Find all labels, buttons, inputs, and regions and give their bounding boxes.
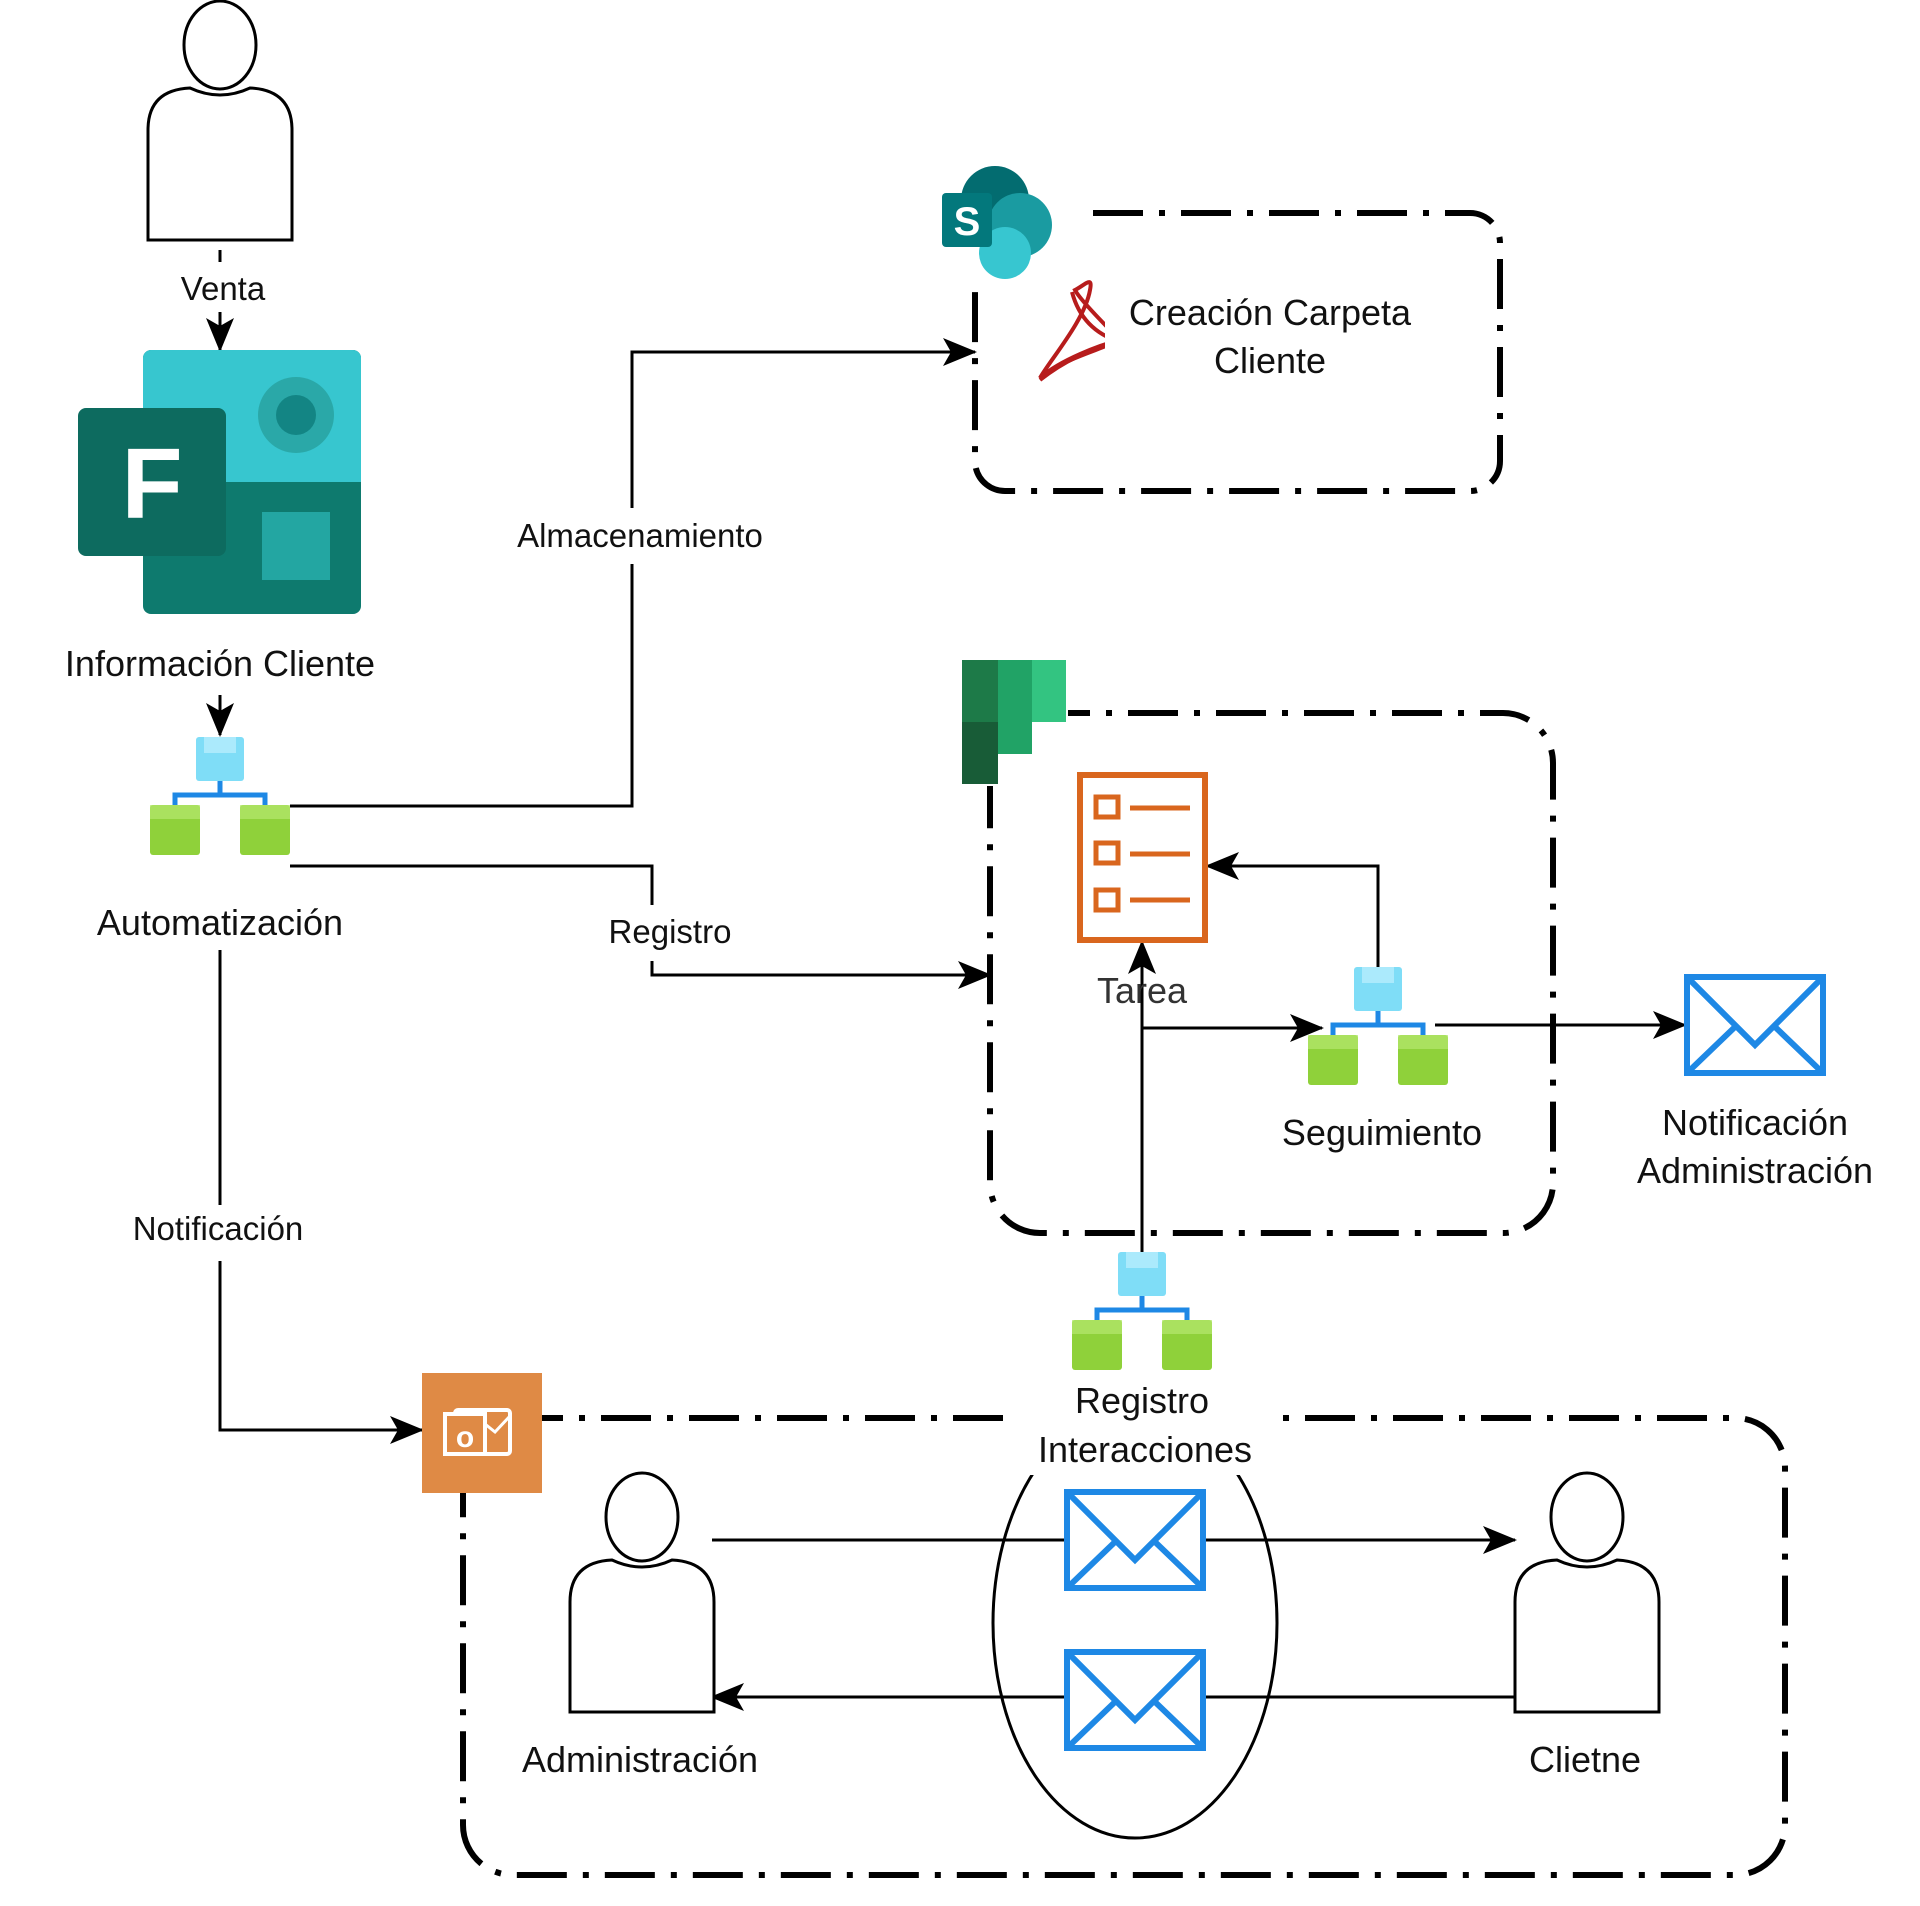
sharepoint-container: [972, 210, 1503, 494]
outlook-container: [460, 1415, 1788, 1878]
logic-app-icon: [1072, 1252, 1212, 1370]
outlook-icon: o: [422, 1373, 542, 1493]
label-notificacion: Notificación: [1662, 1102, 1848, 1143]
label-automatizacion: Automatización: [97, 902, 343, 943]
label-administracion: Administración: [522, 1739, 758, 1780]
label-tarea: Tarea: [1097, 970, 1188, 1011]
forms-letter: F: [121, 428, 182, 540]
edge-notificacion: [218, 950, 424, 1444]
edge-label-registro: Registro: [609, 913, 732, 950]
mail-icon: [1687, 977, 1823, 1073]
edge-label-notificacion: Notificación: [133, 1210, 304, 1247]
person-icon: [568, 1471, 716, 1714]
label-interacciones: Interacciones: [1038, 1429, 1252, 1470]
label-informacion-cliente: Información Cliente: [65, 643, 375, 684]
task-list-icon: [1077, 772, 1208, 943]
label-cliente-carpeta: Cliente: [1214, 340, 1326, 381]
logic-app-icon: [1308, 967, 1448, 1085]
logic-app-icon: [150, 737, 290, 855]
label-administracion-notif: Administración: [1637, 1150, 1873, 1191]
mail-icon: [1067, 1652, 1203, 1748]
outlook-letter: o: [456, 1421, 474, 1454]
mail-icon: [1067, 1492, 1203, 1588]
planner-icon: [960, 658, 1068, 786]
label-seguimiento: Seguimiento: [1282, 1112, 1482, 1153]
person-icon: [1513, 1471, 1661, 1714]
edge-almacenamiento: [290, 338, 977, 808]
person-icon: [146, 0, 294, 242]
label-clietne: Clietne: [1529, 1739, 1641, 1780]
sharepoint-letter: S: [954, 200, 981, 244]
microsoft-forms-icon: F: [78, 350, 361, 614]
edge-label-venta: Venta: [181, 270, 266, 307]
edge-seguimiento-to-tarea: [1205, 852, 1380, 968]
edge-label-almacenamiento: Almacenamiento: [517, 517, 763, 554]
label-creacion-carpeta: Creación Carpeta: [1129, 292, 1412, 333]
label-registro: Registro: [1075, 1380, 1209, 1421]
sharepoint-icon: S: [930, 142, 1078, 290]
